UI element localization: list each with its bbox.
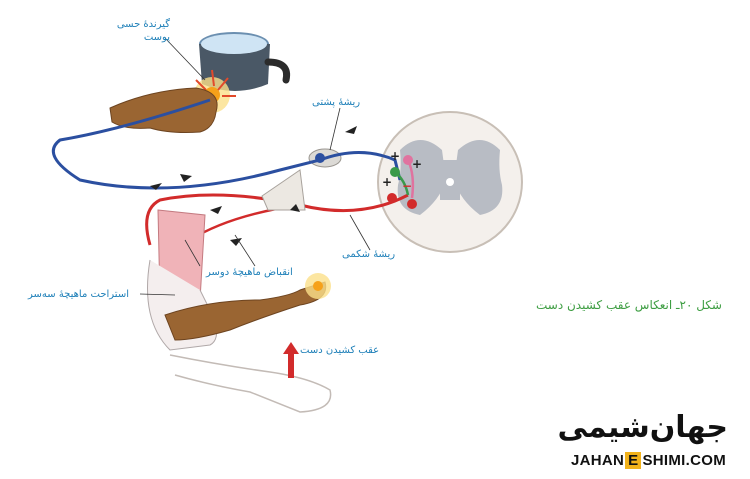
arm [147,209,327,351]
hot-pot-icon [199,32,291,91]
lower-burst-icon [305,273,331,299]
logo-en-left: JAHAN [570,452,625,469]
motor-nerve [145,193,409,246]
interneurons [387,155,417,209]
leader-lines [139,37,371,296]
withdrawn-arm-outline [169,354,332,413]
label-skin-receptor: گیرندهٔ حسی پوست [116,19,170,43]
synapse-sign-2: + [412,157,422,171]
label-biceps-contraction: انقباض ماهیچهٔ دوسر [206,267,293,278]
direction-arrows [150,126,357,246]
logo-en-mid: E [625,452,642,469]
synapse-sign-4: − [402,179,412,193]
synapse-sign-3: + [382,175,392,189]
label-triceps-relaxation: استراحت ماهیچهٔ سه‌سر [28,289,129,300]
nerve-bundle [261,169,306,211]
withdrawal-arrow-icon [283,342,299,378]
spinal-cord [377,111,523,253]
logo-persian: جهان‌شیمی [557,410,728,445]
figure-caption: شکل ۲۰ـ انعکاس عقب کشیدن دست [536,298,722,312]
synapse-sign-1: + [390,149,400,163]
label-ventral-root: ریشهٔ شکمی [342,249,396,260]
logo-en-right: SHIMI.COM [642,452,726,469]
label-dorsal-root: ریشهٔ پشتی [312,97,361,108]
sensory-nerve [51,98,402,190]
label-hand-withdrawal: عقب کشیدن دست [300,345,380,356]
